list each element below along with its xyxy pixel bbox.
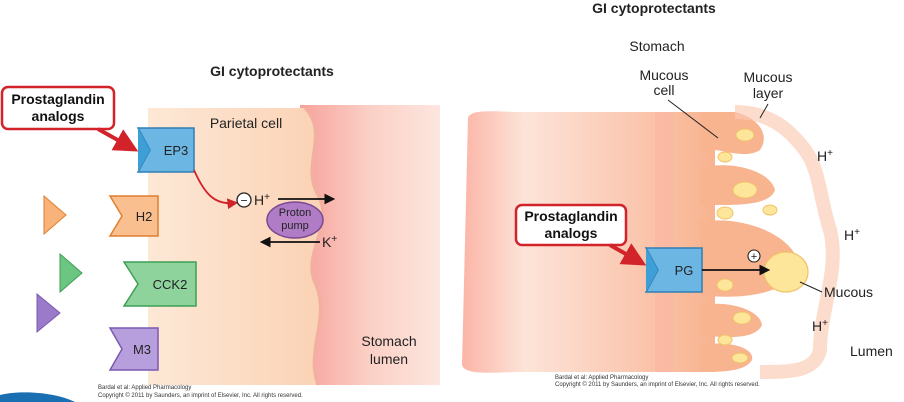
right-panel: GI cytoprotectants Stomach Mucous cell M… [462, 0, 893, 388]
stomach-lumen-line1: Stomach [361, 333, 416, 349]
parietal-cell [148, 108, 323, 385]
left-title: GI cytoprotectants [210, 63, 334, 79]
mucous-layer-pointer [759, 103, 769, 119]
mucous-cell-line1: Mucous [639, 67, 688, 83]
cck2-ligand [59, 252, 83, 294]
left-k-ion: K+ [322, 234, 337, 250]
ep3-inhibit-arrow [193, 169, 239, 210]
mucous-granules [716, 128, 778, 364]
stomach-lumen-line2: lumen [370, 351, 408, 367]
m3-ligand [36, 292, 61, 334]
right-callout-box [514, 203, 628, 247]
right-copyright-line1: Bardal et al: Applied Pharmacology [555, 375, 648, 381]
right-callout-line2: analogs [545, 225, 598, 241]
parietal-membrane [303, 106, 325, 386]
left-callout-arrow [97, 127, 139, 152]
right-title: GI cytoprotectants [592, 0, 716, 16]
left-h-ion: H+ [254, 192, 270, 208]
stimulate-plus: + [751, 251, 757, 263]
proton-pump [266, 201, 324, 239]
cck2-label: CCK2 [153, 277, 188, 292]
pg-receptor: PG [644, 247, 703, 293]
right-h-ion-3: H+ [812, 318, 828, 334]
proton-pump-line2: pump [281, 220, 309, 232]
right-h-ion-1: H+ [817, 148, 833, 164]
right-h-ion-2: H+ [844, 227, 860, 243]
inhibit-minus: − [240, 194, 247, 208]
pg-label: PG [675, 263, 694, 278]
mucous-pointer [799, 281, 823, 293]
m3-receptor: M3 [108, 327, 159, 371]
mucous-cell-line2: cell [653, 82, 674, 98]
parietal-cell-label: Parietal cell [210, 115, 282, 131]
mucous-layer-line2: layer [753, 85, 784, 101]
corner-decoration [0, 392, 75, 402]
tissue-band [655, 112, 673, 372]
right-callout-arrow [609, 243, 647, 266]
inhibit-symbol [236, 192, 252, 208]
left-copyright-line2: Copyright © 2011 by Saunders, an imprint… [98, 392, 303, 399]
mucous-layer-line1: Mucous [743, 69, 792, 85]
left-callout-line1: Prostaglandin [11, 91, 104, 107]
left-panel: GI cytoprotectants Prostaglandin analogs… [0, 63, 440, 402]
mucous-droplet [763, 251, 809, 293]
right-copyright-line2: Copyright © 2011 by Saunders, an imprint… [555, 381, 760, 388]
mucous-label: Mucous [824, 284, 873, 300]
left-copyright-line1: Bardal et al: Applied Pharmacology [98, 385, 191, 391]
stimulate-symbol [747, 249, 761, 263]
left-callout-box [0, 85, 116, 131]
proton-pump-line1: Proton [279, 207, 311, 219]
h2-receptor: H2 [108, 195, 159, 237]
ep3-receptor: EP3 [136, 127, 195, 173]
h2-ligand [43, 194, 67, 236]
lumen-label: Lumen [850, 343, 893, 359]
mucous-cell-pointer [667, 99, 719, 139]
stomach-label: Stomach [629, 38, 684, 54]
h2-label: H2 [136, 209, 153, 224]
m3-label: M3 [133, 342, 151, 357]
right-callout-line1: Prostaglandin [524, 208, 617, 224]
ep3-label: EP3 [164, 143, 189, 158]
stomach-lumen-region [300, 105, 440, 385]
cck2-receptor: CCK2 [122, 261, 197, 307]
left-callout-line2: analogs [32, 108, 85, 124]
